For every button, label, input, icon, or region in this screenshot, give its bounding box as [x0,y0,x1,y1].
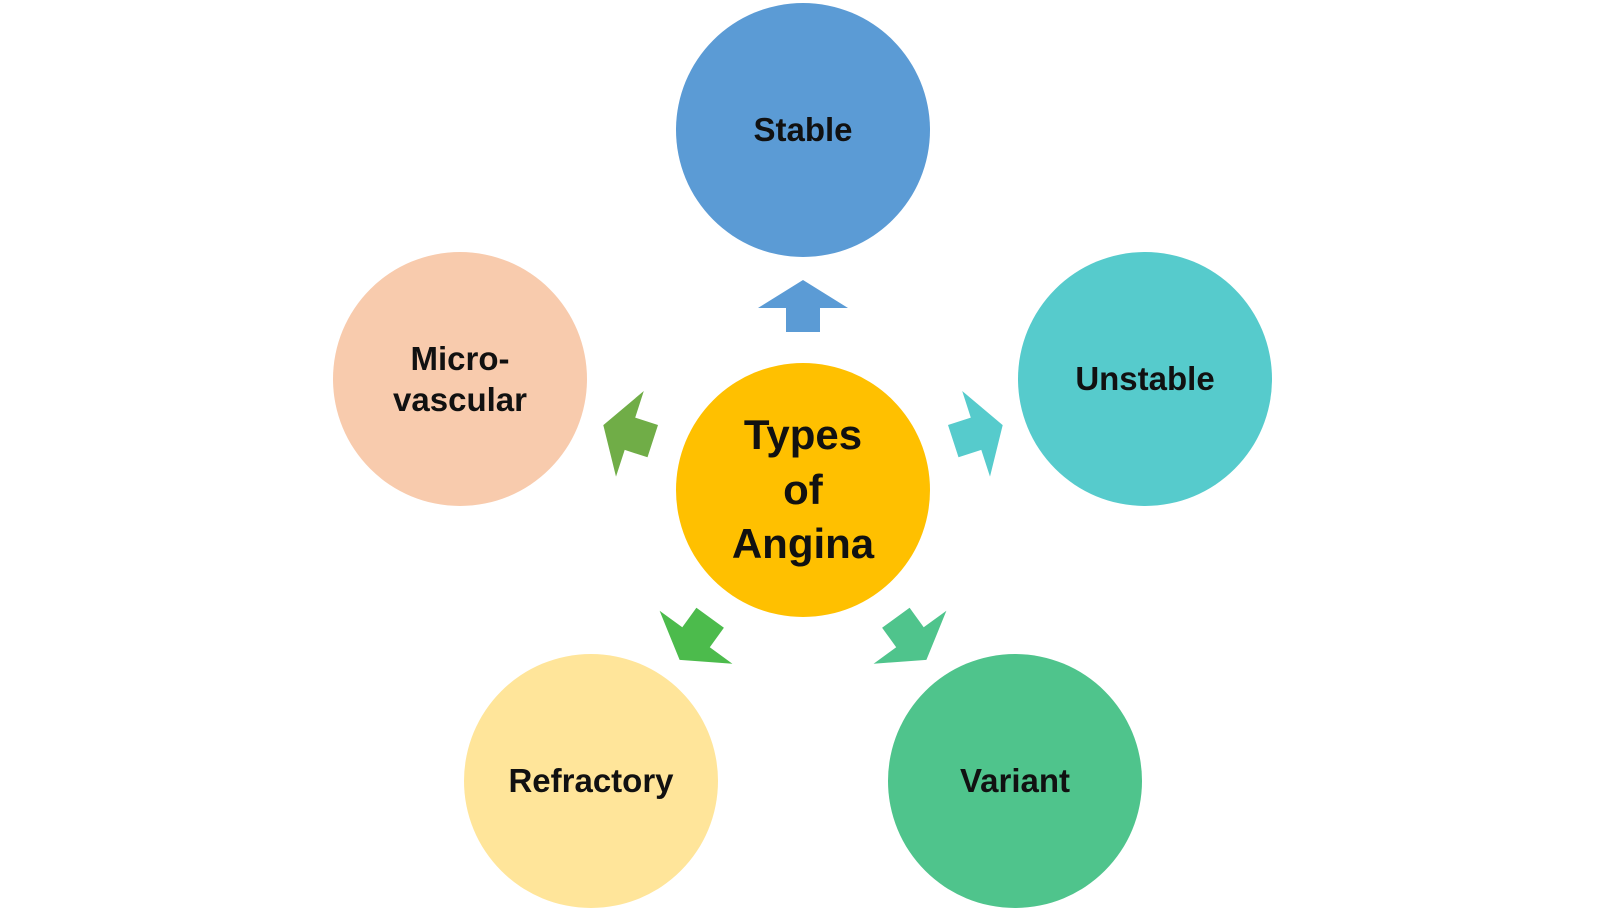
node-refractory-label: Refractory [508,762,674,800]
node-variant-label: Variant [959,762,1071,800]
arrow-to-refractory [659,607,733,664]
arrow-to-stable [758,280,848,332]
node-variant: Variant [888,654,1142,908]
node-microvascular: Micro- vascular [333,252,587,506]
node-microvascular-label: Micro- vascular [393,339,527,418]
center-label: Types of Angina [731,411,875,568]
node-unstable: Unstable [1018,252,1272,506]
node-refractory: Refractory [464,654,718,908]
arrow-to-microvascular [603,391,658,477]
center-node-types-of-angina: Types of Angina [676,363,930,617]
node-stable: Stable [676,3,930,257]
node-stable-label: Stable [753,111,853,149]
arrow-to-unstable [948,391,1003,477]
node-unstable-label: Unstable [1075,360,1215,398]
arrow-to-variant [873,607,947,664]
